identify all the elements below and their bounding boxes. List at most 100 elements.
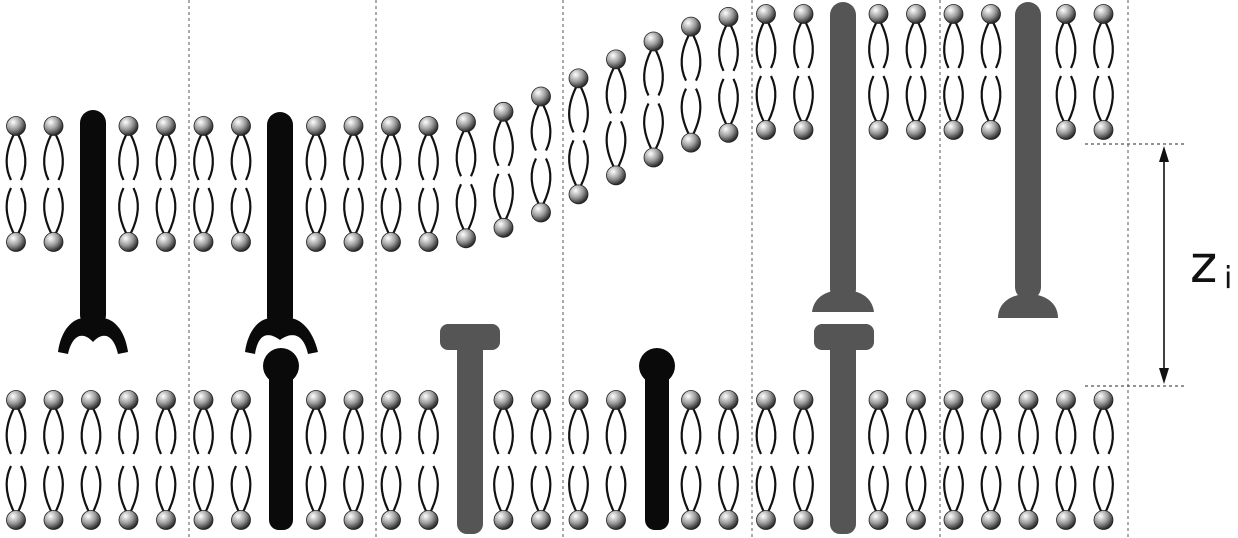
lipid [155, 187, 177, 252]
gray-receptor-upper-unbound [998, 2, 1058, 318]
lipid [343, 187, 364, 252]
lipid [680, 465, 702, 530]
lipid [43, 465, 64, 530]
gray-receptor-upper-bound [812, 2, 874, 312]
lipid [868, 75, 889, 140]
lipid [455, 183, 477, 249]
lipid [718, 390, 739, 455]
lipid [493, 173, 514, 238]
gray-t-receptor-lower [440, 324, 500, 534]
lipid [793, 75, 814, 140]
lipid [718, 465, 739, 530]
lipid [343, 116, 364, 181]
lipid [605, 465, 627, 530]
lipid [1055, 75, 1077, 140]
lipid [155, 116, 177, 181]
lipid [493, 465, 514, 530]
lipid [230, 116, 252, 181]
lipid [493, 390, 514, 455]
lipid [1055, 390, 1077, 455]
lipid [943, 465, 964, 530]
lipid [155, 465, 177, 530]
lipid [905, 390, 927, 455]
dark-receptor-cup-unbound [58, 110, 128, 354]
lipid [193, 390, 214, 455]
lipid [193, 187, 214, 252]
lipid [868, 390, 889, 455]
lipid [568, 68, 589, 133]
lipid [755, 390, 777, 455]
lipid [568, 465, 589, 530]
lipid [230, 390, 252, 455]
lipid [5, 116, 27, 181]
lipid [1093, 75, 1114, 140]
lipid [118, 390, 139, 455]
gray-receptor-lower-bound [814, 324, 874, 534]
lipid [868, 4, 889, 69]
lipid [343, 465, 364, 530]
dark-receptor-cup-bound [245, 112, 318, 354]
lipid [680, 390, 702, 455]
lipid [418, 116, 439, 181]
lipid [305, 116, 327, 181]
lipid [793, 4, 814, 69]
lipid [155, 390, 177, 455]
lipid [943, 390, 964, 455]
lipid [43, 116, 64, 181]
lipid [43, 187, 64, 252]
lipid [230, 187, 252, 252]
lipid [1093, 465, 1114, 530]
lipid [643, 102, 664, 168]
lipid [530, 390, 552, 455]
lipid [305, 465, 327, 530]
lipid [980, 390, 1002, 455]
lipid [530, 86, 552, 152]
lipid [80, 465, 102, 530]
lipid [5, 187, 27, 252]
lipid [380, 390, 402, 455]
lipid [1055, 465, 1077, 530]
lipid [605, 120, 627, 186]
lipid [868, 465, 889, 530]
lipid [905, 4, 927, 69]
lower-membrane [5, 390, 1114, 530]
dark-ligand-knob-bound [263, 348, 299, 530]
lipid [568, 390, 589, 455]
lipid [193, 116, 214, 181]
lipid [943, 4, 964, 69]
lipid [305, 187, 327, 252]
lipid [943, 75, 964, 140]
lipid [493, 101, 514, 167]
upper-membrane [5, 4, 1114, 252]
lipid [755, 4, 777, 69]
lipid [380, 465, 402, 530]
lipid [605, 390, 627, 455]
lipid [568, 139, 589, 205]
lipid [1055, 4, 1077, 69]
lipid [605, 49, 627, 114]
lipid [980, 75, 1002, 140]
lipid [1018, 390, 1039, 455]
lipid [418, 187, 439, 252]
lipid [643, 31, 664, 96]
lipid [305, 390, 327, 455]
lipid [755, 465, 777, 530]
lipid [530, 465, 552, 530]
lipid [118, 116, 139, 181]
separation-distance-indicator: z i [1085, 143, 1232, 387]
lipid [343, 390, 364, 455]
lipid [418, 390, 439, 455]
lipid [230, 465, 252, 530]
lipid [755, 75, 777, 140]
lipid [380, 187, 402, 252]
lipid [1093, 390, 1114, 455]
lipid [5, 390, 27, 455]
separation-label: z [1190, 235, 1217, 295]
lipid [418, 465, 439, 530]
lipid [718, 6, 739, 72]
lipid [980, 4, 1002, 69]
lipid [118, 187, 139, 252]
lipid [380, 116, 402, 181]
lipid [530, 158, 552, 223]
